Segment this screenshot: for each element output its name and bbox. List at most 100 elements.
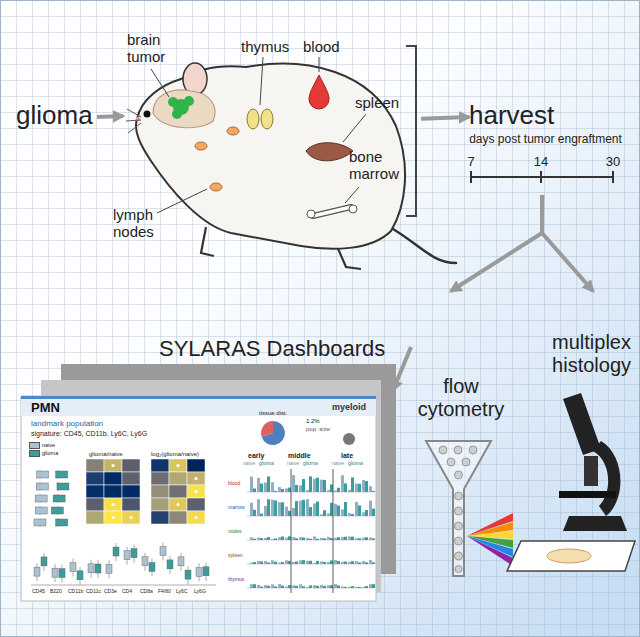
label-slot: naive xyxy=(287,461,299,467)
bracket xyxy=(406,46,416,216)
chart-label: blood xyxy=(228,481,240,487)
chart-label: pop. size xyxy=(306,426,330,433)
input-label: glioma xyxy=(16,101,97,133)
chart-label: late xyxy=(341,452,353,460)
label-slot: Ly6C xyxy=(176,589,188,595)
node-text: landmark population xyxy=(31,419,103,428)
label-slot: CD45 xyxy=(32,589,45,595)
label-slot: naive xyxy=(332,461,344,467)
label-slot: Ly6G xyxy=(194,589,206,595)
chart-label: CD8a xyxy=(140,589,153,595)
label-slot: spleen xyxy=(228,553,243,559)
chart-label: 1.2% xyxy=(306,418,320,425)
text-slot: 14 xyxy=(533,155,549,170)
chart-label: spleen xyxy=(228,553,243,559)
chart-label: CD11c xyxy=(86,589,101,595)
chart-label: middle xyxy=(288,452,311,460)
legend-item: naive xyxy=(29,442,55,449)
chart-label: marrow xyxy=(228,505,245,511)
mouse-illustration xyxy=(126,57,456,269)
chart-label: log₂(glioma/naive) xyxy=(151,451,199,458)
chart-label: glioma xyxy=(348,461,363,467)
node-text: 14 xyxy=(533,155,549,170)
label-slot: log₂(glioma/naive) xyxy=(151,451,199,458)
label-slot: glioma/naive xyxy=(89,451,123,458)
node-text: blood xyxy=(303,38,340,55)
label-slot: CD3e xyxy=(104,589,117,595)
mouse-panel: brain tumorthymusbloodspleenbone marrowl… xyxy=(123,26,421,291)
node-text: days post tumor engraftment xyxy=(463,133,628,147)
node-text: 30 xyxy=(605,155,621,170)
text-slot: glioma xyxy=(16,101,93,131)
chart-label: nodes xyxy=(228,529,242,535)
chart-label: CD3e xyxy=(104,589,117,595)
text-slot: multiplex histology xyxy=(536,331,631,377)
chart-label: Ly6G xyxy=(194,589,206,595)
node-text: flow cytometry xyxy=(411,375,511,421)
text-slot: landmark population xyxy=(31,419,103,428)
chart-label: glioma xyxy=(303,461,318,467)
node-text: thymus xyxy=(241,38,289,55)
label-slot: 1.2% xyxy=(306,418,320,425)
legend-swatch xyxy=(29,442,40,449)
legend-text: naive xyxy=(42,442,55,448)
chart-label: CD11b xyxy=(68,589,83,595)
label-slot: CD11b xyxy=(68,589,83,595)
label-slot: pop. size xyxy=(306,426,330,433)
node-text: signature: CD45, CD11b, Ly6C, Ly6G xyxy=(31,430,147,438)
label-slot: CD11c xyxy=(86,589,101,595)
node-text: bone marrow xyxy=(349,148,407,183)
text-slot: thymus xyxy=(241,38,289,55)
legend-item: glioma xyxy=(29,450,58,457)
text-slot: harvest xyxy=(469,101,554,131)
flow-arrow xyxy=(451,195,542,291)
label-slot: CD4 xyxy=(122,589,132,595)
text-slot: lymph nodes xyxy=(113,206,165,241)
chart-label: F4/80 xyxy=(158,589,171,595)
label-slot: glioma xyxy=(303,461,318,467)
text-slot: PMN xyxy=(31,401,60,416)
chart-label: CD4 xyxy=(122,589,132,595)
legend-swatch xyxy=(29,450,40,457)
microscope xyxy=(507,393,635,571)
chart-label: CD45 xyxy=(32,589,45,595)
legend-text: glioma xyxy=(42,450,58,456)
label-slot: B220 xyxy=(50,589,62,595)
timeline-box: days post tumor engraftment 7 14 30 xyxy=(463,133,628,195)
node-text: glioma xyxy=(16,101,93,131)
chart-label: thymus xyxy=(228,577,244,583)
chart-label: glioma/naive xyxy=(89,451,123,458)
text-slot: 30 xyxy=(605,155,621,170)
flow-arrow xyxy=(542,195,593,291)
node-text: 7 xyxy=(463,155,479,170)
text-slot: blood xyxy=(303,38,340,55)
label-slot: glioma xyxy=(259,461,274,467)
text-slot: flow cytometry xyxy=(411,375,511,421)
text-slot: bone marrow xyxy=(349,148,407,183)
text-slot: signature: CD45, CD11b, Ly6C, Ly6G xyxy=(31,430,147,438)
node-text: harvest xyxy=(469,101,554,131)
chart-label: B220 xyxy=(50,589,62,595)
label-slot: blood xyxy=(228,481,240,487)
chart-label: naive xyxy=(243,461,255,467)
chart-label: glioma xyxy=(259,461,274,467)
label-slot: tissue dist. xyxy=(259,410,287,417)
text-slot: 7 xyxy=(463,155,479,170)
flow-arrow xyxy=(97,114,123,119)
label-slot: F4/80 xyxy=(158,589,171,595)
node-text: spleen xyxy=(355,94,399,111)
label-slot: naive xyxy=(243,461,255,467)
node-text: lymph nodes xyxy=(113,206,165,241)
node-text: multiplex histology xyxy=(536,331,631,377)
text-slot: SYLARAS Dashboards xyxy=(159,336,385,361)
node-text: SYLARAS Dashboards xyxy=(159,336,385,361)
timeline xyxy=(471,171,613,183)
label-slot: glioma xyxy=(348,461,363,467)
chart-label: tissue dist. xyxy=(259,410,287,417)
flow-cell xyxy=(426,441,513,576)
label-slot: middle xyxy=(288,452,311,460)
text-slot: days post tumor engraftment xyxy=(463,133,628,147)
label-slot: early xyxy=(248,452,264,460)
chart-label: naive xyxy=(332,461,344,467)
